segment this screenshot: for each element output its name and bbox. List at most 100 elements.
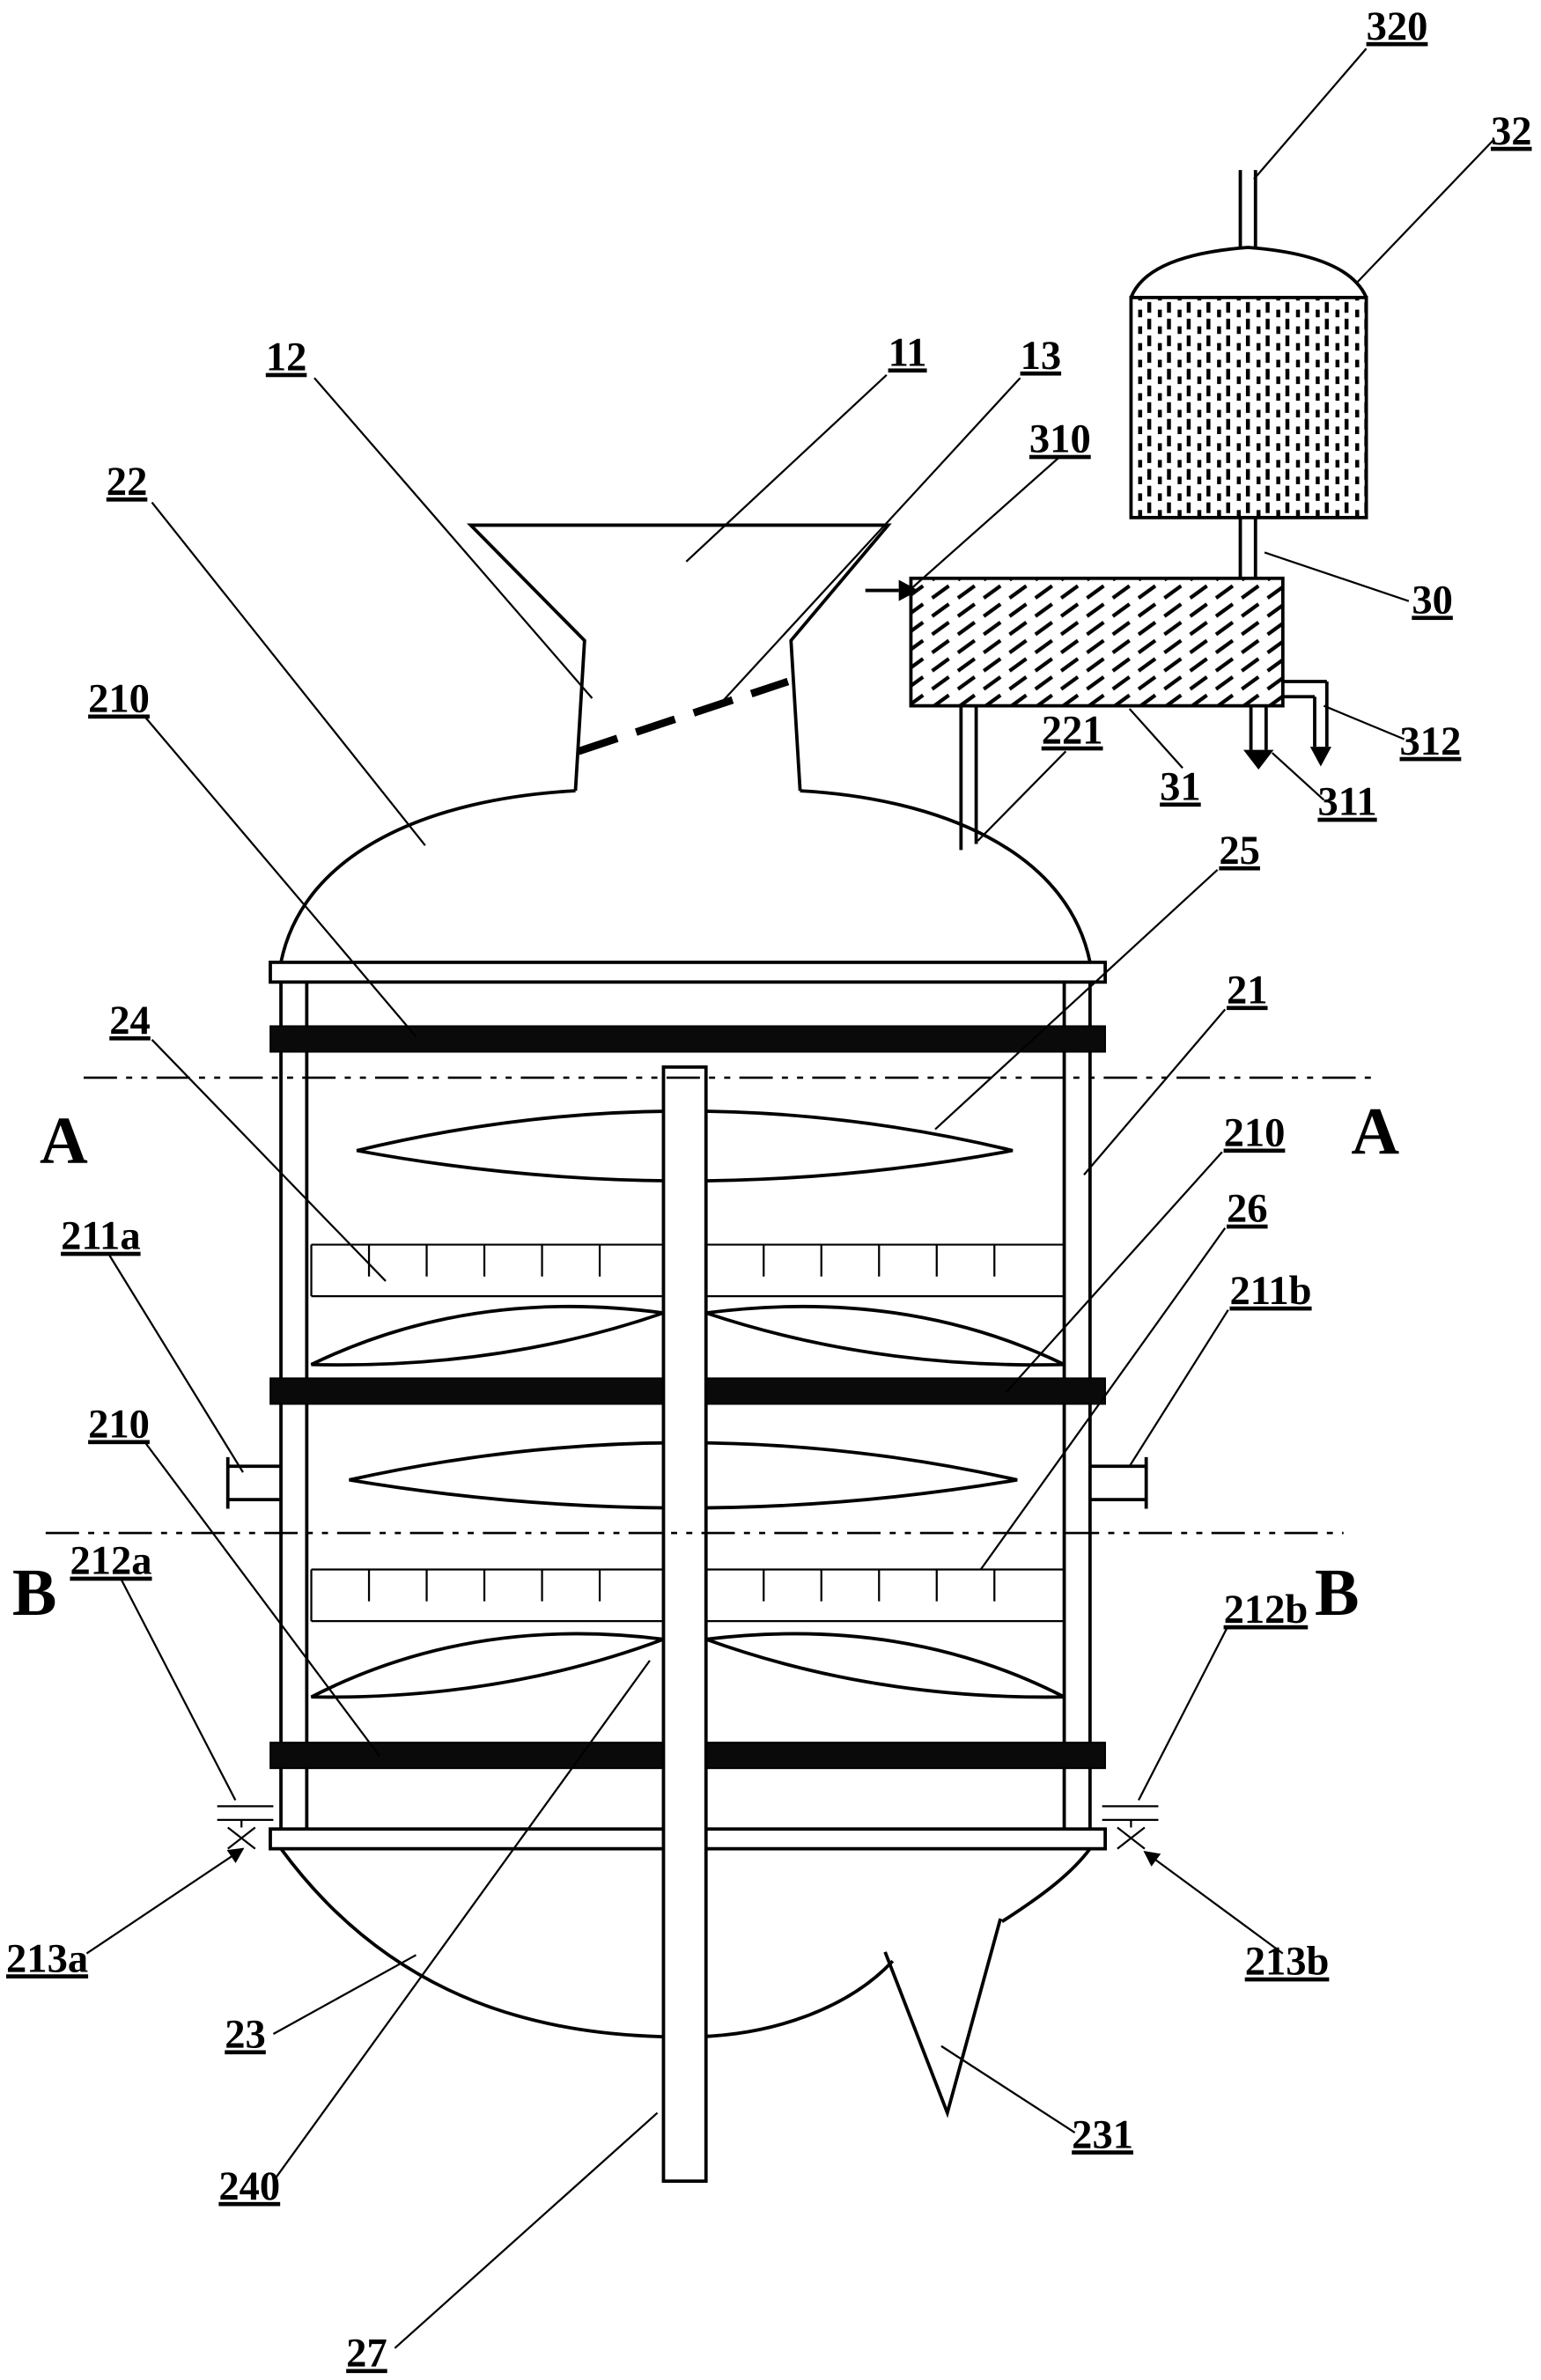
label-312: 312 bbox=[1400, 719, 1462, 764]
leader-213b bbox=[1143, 1851, 1284, 1955]
leader-25 bbox=[934, 868, 1219, 1131]
label-32: 32 bbox=[1491, 109, 1532, 154]
label-11: 11 bbox=[888, 330, 927, 375]
leader-27 bbox=[394, 2111, 659, 2349]
leader-213a bbox=[85, 1847, 245, 1955]
leader-211a bbox=[108, 1255, 244, 1473]
label-27: 27 bbox=[346, 2331, 387, 2376]
nozzle-211b bbox=[1089, 1456, 1148, 1509]
label-25: 25 bbox=[1219, 829, 1260, 873]
label-210-bottom: 210 bbox=[88, 1402, 150, 1447]
dome-right bbox=[800, 789, 1092, 963]
label-23: 23 bbox=[225, 2012, 266, 2057]
label-221: 221 bbox=[1042, 709, 1103, 754]
leader-221 bbox=[977, 750, 1067, 842]
label-210-middle: 210 bbox=[1224, 1111, 1286, 1156]
vent-pipe-320 bbox=[1238, 170, 1257, 249]
leader-240 bbox=[272, 1660, 651, 2182]
top-flange bbox=[269, 961, 1108, 984]
drop-arrow-311-icon bbox=[1242, 749, 1274, 770]
leader-lines bbox=[85, 48, 1495, 2349]
label-26: 26 bbox=[1227, 1187, 1268, 1232]
drop-pipe-311 bbox=[1249, 705, 1268, 750]
leader-212a bbox=[121, 1580, 237, 1802]
down-pipe-30 bbox=[1238, 517, 1257, 578]
dished-bottom-right bbox=[1000, 1847, 1092, 1923]
label-310: 310 bbox=[1029, 417, 1091, 462]
label-213a: 213a bbox=[6, 1936, 88, 1981]
reference-labels: 320 32 30 312 311 31 221 310 13 11 12 22… bbox=[6, 4, 1531, 2376]
label-30: 30 bbox=[1412, 578, 1453, 623]
hopper bbox=[467, 523, 892, 792]
section-lines bbox=[45, 1076, 1375, 1535]
dome-shoulder bbox=[279, 789, 1092, 963]
drain-stub-212b bbox=[1102, 1805, 1159, 1828]
outlet-spout-231 bbox=[883, 1918, 1002, 2118]
label-211b: 211b bbox=[1229, 1269, 1311, 1314]
nozzle-211a bbox=[225, 1456, 282, 1509]
side-nozzles bbox=[225, 1456, 1148, 1509]
dished-bottom-left bbox=[279, 1847, 895, 2039]
section-letters: A A B B bbox=[12, 1094, 1399, 1630]
leader-12 bbox=[313, 377, 594, 699]
drain-valve-213a bbox=[227, 1826, 256, 1850]
agitator-shaft-27 bbox=[661, 1065, 708, 2184]
leader-31 bbox=[1128, 708, 1183, 770]
leader-310 bbox=[910, 456, 1061, 590]
feeder-box-body bbox=[909, 576, 1285, 708]
drain-stub-212a bbox=[217, 1805, 274, 1828]
label-13: 13 bbox=[1021, 334, 1062, 379]
catalyst-vessel-dome bbox=[1129, 246, 1368, 298]
leader-210-bottom bbox=[144, 1442, 381, 1757]
leader-21 bbox=[1083, 1008, 1227, 1175]
label-210-top: 210 bbox=[88, 676, 150, 721]
inlet-arrow-icon bbox=[898, 579, 919, 601]
label-240: 240 bbox=[218, 2164, 280, 2209]
bottom-head bbox=[279, 1847, 1092, 2118]
leader-210-top bbox=[144, 717, 417, 1038]
section-letter-A-left: A bbox=[40, 1103, 88, 1177]
feeder-box-31 bbox=[865, 576, 1331, 851]
feed-pipe-221 bbox=[959, 707, 978, 851]
leader-32 bbox=[1356, 138, 1495, 284]
label-21: 21 bbox=[1227, 968, 1268, 1013]
leader-212b bbox=[1138, 1628, 1228, 1802]
drain-valve-213b bbox=[1117, 1826, 1146, 1850]
shutter-flap-13 bbox=[577, 677, 790, 755]
vessel-walls bbox=[279, 982, 1092, 1830]
leader-26 bbox=[979, 1227, 1227, 1571]
label-22: 22 bbox=[107, 460, 148, 505]
label-213b: 213b bbox=[1245, 1940, 1330, 1985]
leader-23 bbox=[272, 1954, 417, 2035]
section-letter-B-right: B bbox=[1315, 1556, 1360, 1630]
label-311: 311 bbox=[1317, 780, 1376, 825]
leader-231 bbox=[940, 2045, 1076, 2133]
leader-210-middle bbox=[1006, 1151, 1223, 1393]
leader-13 bbox=[720, 377, 1021, 704]
label-231: 231 bbox=[1072, 2112, 1133, 2157]
outlet-pipe-312 bbox=[1282, 680, 1329, 748]
leader-211b bbox=[1128, 1309, 1229, 1467]
leader-24 bbox=[151, 1039, 387, 1282]
label-320: 320 bbox=[1367, 4, 1428, 49]
leader-312 bbox=[1323, 704, 1405, 741]
leader-11 bbox=[685, 373, 888, 563]
label-24: 24 bbox=[109, 998, 151, 1043]
label-31: 31 bbox=[1160, 764, 1201, 809]
drain-valves bbox=[217, 1805, 1159, 1850]
label-211a: 211a bbox=[61, 1214, 140, 1259]
catalyst-vessel-body bbox=[1129, 295, 1368, 519]
leader-311 bbox=[1271, 752, 1325, 801]
leader-320 bbox=[1253, 48, 1368, 181]
label-212a: 212a bbox=[70, 1539, 151, 1584]
outlet-arrow-312-icon bbox=[1309, 747, 1331, 767]
catalyst-vessel-32 bbox=[1129, 170, 1368, 578]
section-letter-A-right: A bbox=[1351, 1094, 1399, 1168]
support-ring-210-top bbox=[269, 1025, 1106, 1053]
section-letter-B-left: B bbox=[12, 1556, 57, 1630]
label-212b: 212b bbox=[1224, 1588, 1309, 1632]
dome-left bbox=[279, 789, 576, 963]
leader-30 bbox=[1264, 551, 1410, 602]
